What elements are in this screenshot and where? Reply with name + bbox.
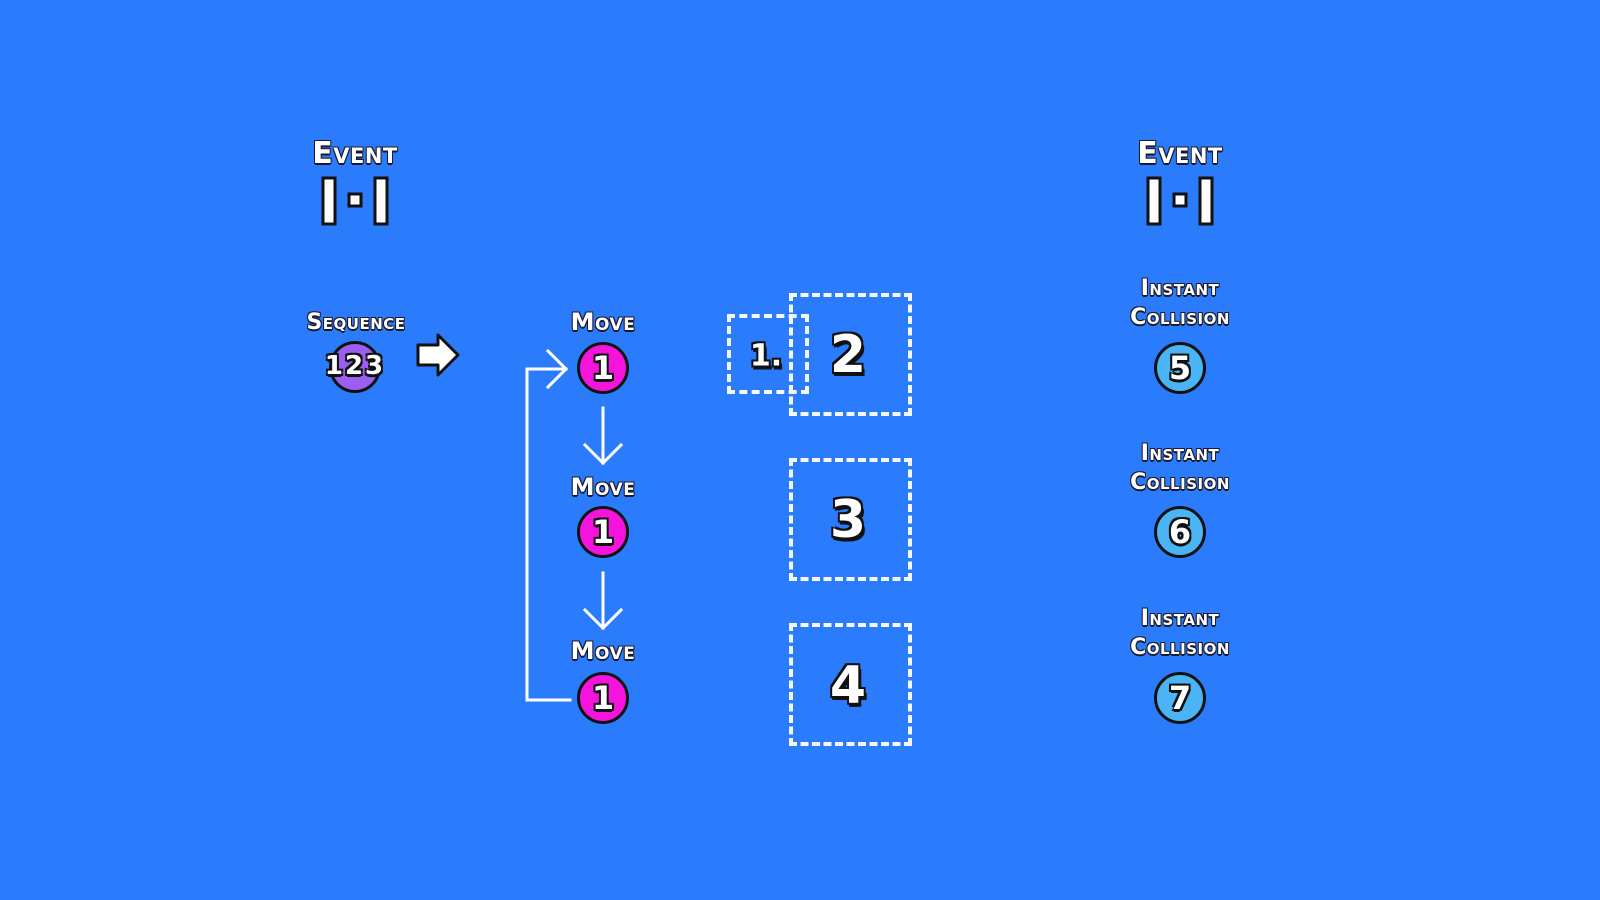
group-box-top (789, 293, 912, 416)
move-orb-2: 1 (577, 506, 629, 558)
move-label-2: Move (570, 473, 636, 501)
collision-orb-2: 6 (1154, 506, 1206, 558)
collision-label-1-line1: Instant (1140, 276, 1220, 301)
right-event-bars-icon (1146, 176, 1214, 226)
sequence-digits: 123 (324, 351, 386, 381)
collision-label-1-line2: Collision (1130, 305, 1230, 330)
loop-back-arrow-icon (525, 348, 572, 702)
group-number-bottom: 4 (829, 656, 867, 716)
group-number-top: 2 (829, 325, 867, 385)
left-event-title: Event (312, 136, 398, 171)
group-box-middle (789, 458, 912, 581)
move-orb-1: 1 (577, 342, 629, 394)
down-arrow-icon (582, 406, 624, 466)
move-label-1: Move (570, 308, 636, 336)
left-event-bars-icon (321, 176, 389, 226)
move-label-3: Move (570, 637, 636, 665)
group-number-middle: 3 (829, 490, 867, 550)
sequence-orb (329, 341, 381, 393)
collision-orb-3: 7 (1154, 672, 1206, 724)
collision-label-2-line2: Collision (1130, 470, 1230, 495)
small-group-box (727, 314, 809, 394)
collision-label-2-line1: Instant (1140, 441, 1220, 466)
down-arrow-icon (582, 571, 624, 631)
sequence-label: Sequence (306, 310, 406, 335)
collision-label-3-line2: Collision (1130, 635, 1230, 660)
collision-orb-1: 5 (1154, 342, 1206, 394)
move-orb-3: 1 (577, 672, 629, 724)
group-box-bottom (789, 623, 912, 746)
collision-label-3-line1: Instant (1140, 606, 1220, 631)
right-arrow-icon (416, 333, 460, 377)
small-group-number: 1. (749, 338, 783, 374)
right-event-title: Event (1137, 136, 1223, 171)
